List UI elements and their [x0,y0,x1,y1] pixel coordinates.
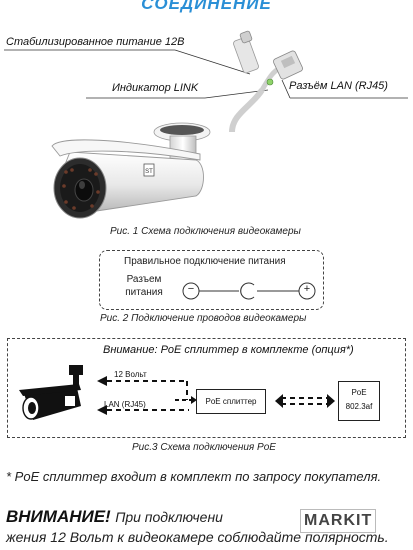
warning-line-2: жения 12 Вольт к видеокамере соблюдайте … [6,529,389,545]
footnote: * PoE сплиттер входит в комплект по запр… [6,469,382,484]
poe-splitter-box: PoE сплиттер [196,389,266,414]
poe-diagram [19,365,335,420]
link-indicator-label: Индикатор LINK [112,82,199,94]
poe-source-label-line2: 802.3af [345,402,373,411]
power-polarity-box [99,250,324,310]
camera-illustration: ST [4,30,408,219]
poe-note: Внимание: PoE сплиттер в комплекте (опци… [103,344,354,356]
volt-label: 12 Вольт [114,370,147,379]
camera-figure: ST [0,14,413,224]
power-connector-label-line2: питания [125,287,163,298]
camera-icon [19,365,83,420]
warning-rest-line1: При подключени [115,509,223,525]
lan-port-label: Разъём LAN (RJ45) [289,80,388,92]
poe-source-box: PoE 802.3af [338,381,380,421]
power-connector-label: Разъем питания [120,273,168,299]
polarity-diagram [182,282,316,300]
figure-1-caption: Рис. 1 Схема подключения видеокамеры [110,226,301,237]
poe-splitter-label: PoE сплиттер [205,397,257,406]
figure-2-caption: Рис. 2 Подключение проводов видеокамеры [100,313,307,324]
poe-diagram-box [7,338,406,438]
minus-symbol: − [187,283,195,295]
plus-symbol: + [303,283,311,295]
warning-line-1: ВНИМАНИЕ! При подключени [6,507,223,527]
lan-label: LAN (RJ45) [104,400,146,409]
page-title: СОЕДИНЕНИЕ [141,0,272,13]
power-polarity-heading: Правильное подключение питания [124,256,286,267]
markit-logo-text: MARKIT [304,512,373,529]
power-connector-label-line1: Разъем [126,274,162,285]
power-12v-label: Стабилизированное питание 12В [6,36,185,48]
figure-3-caption: Рис.3 Схема подключения PoE [132,442,276,453]
markit-logo: MARKIT [300,509,377,533]
svg-text:ST: ST [145,169,153,175]
warning-strong: ВНИМАНИЕ! [6,507,111,526]
poe-source-label-line1: PoE [351,388,367,397]
